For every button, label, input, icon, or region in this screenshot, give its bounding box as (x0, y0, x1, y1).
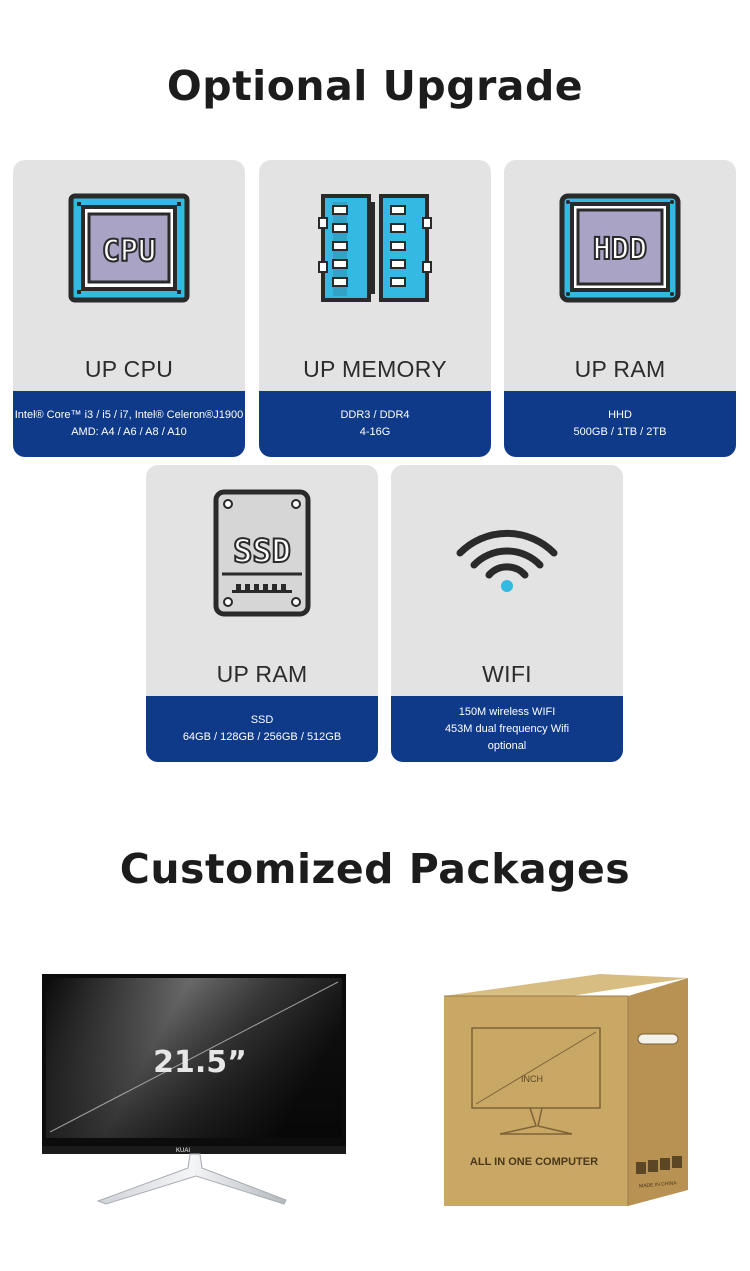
cpu-icon-text: CPU (102, 234, 156, 269)
card-spec-line: HHD (608, 409, 632, 421)
customized-packages-title: Customized Packages (119, 845, 631, 893)
optional-upgrade-title: Optional Upgrade (166, 62, 584, 110)
card-spec-band: SSD 64GB / 128GB / 256GB / 512GB (146, 696, 378, 762)
card-label: UP CPU (84, 356, 174, 382)
card-spec-band: 150M wireless WIFI 453M dual frequency W… (391, 696, 623, 762)
ssd-icon-text: SSD (233, 532, 291, 570)
monitor-brand: KUAI (176, 1148, 190, 1154)
card-spec-line: optional (487, 739, 527, 752)
card-spec-line: 4-16G (359, 426, 391, 438)
card-spec-line: 453M dual frequency Wifi (444, 722, 570, 735)
cpu-chip-icon: CPU (13, 160, 245, 335)
ssd-upgrade-card: SSD UP RAM SSD 64GB / 128GB / 256GB / 51… (146, 465, 378, 762)
box-inch-label: INCH (521, 1074, 543, 1084)
monitor-size-label: 21.5” (153, 1045, 247, 1080)
box-product-label: ALL IN ONE COMPUTER (470, 1156, 598, 1168)
card-spec-line: AMD: A4 / A6 / A8 / A10 (71, 426, 187, 438)
card-label: UP RAM (216, 661, 308, 687)
ssd-icon: SSD (146, 465, 378, 640)
hdd-icon: HDD (504, 160, 736, 335)
memory-upgrade-card: UP MEMORY DDR3 / DDR4 4-16G (259, 160, 491, 457)
wifi-icon (391, 465, 623, 640)
card-spec-line: SSD (250, 714, 274, 726)
card-spec-band: HHD 500GB / 1TB / 2TB (504, 391, 736, 457)
memory-module-icon (259, 160, 491, 335)
card-label: WIFI (482, 661, 532, 687)
hdd-icon-text: HDD (593, 232, 647, 267)
cpu-upgrade-card: CPU UP CPU Intel® Core™ i3 / i5 / i7, In… (13, 160, 245, 457)
packaging-box-image: INCH ALL IN ONE COMPUTER MADE IN CHINA (440, 968, 690, 1208)
card-spec-line: 500GB / 1TB / 2TB (573, 426, 667, 438)
card-spec-band: Intel® Core™ i3 / i5 / i7, Intel® Celero… (13, 391, 245, 457)
card-spec-line: Intel® Core™ i3 / i5 / i7, Intel® Celero… (14, 409, 244, 421)
card-spec-line: DDR3 / DDR4 (340, 409, 410, 421)
hdd-upgrade-card: HDD UP RAM HHD 500GB / 1TB / 2TB (504, 160, 736, 457)
card-label: UP MEMORY (303, 356, 447, 382)
box-made-in-label: MADE IN CHINA (639, 1180, 678, 1189)
card-spec-line: 150M wireless WIFI (458, 705, 556, 718)
card-label: UP RAM (574, 356, 666, 382)
card-spec-line: 64GB / 128GB / 256GB / 512GB (182, 731, 342, 743)
card-spec-band: DDR3 / DDR4 4-16G (259, 391, 491, 457)
wifi-upgrade-card: WIFI 150M wireless WIFI 453M dual freque… (391, 465, 623, 762)
all-in-one-monitor-image: KUAI 21.5” (40, 972, 348, 1207)
